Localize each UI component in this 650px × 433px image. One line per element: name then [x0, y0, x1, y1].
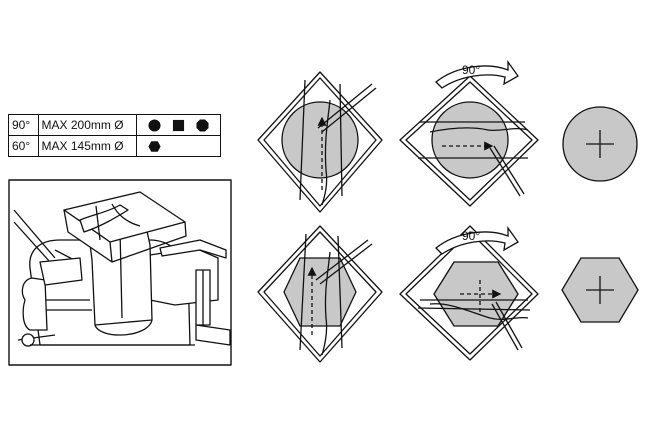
vise-illustration — [8, 179, 232, 366]
rotation-label: 90° — [462, 229, 480, 243]
step-1-circle-vertical-cut — [257, 71, 383, 213]
circle-icon — [148, 119, 161, 132]
step-3-hexagon-vertical-cut — [257, 225, 383, 363]
octagon-icon — [196, 119, 209, 132]
result-hexagon — [561, 257, 639, 323]
rotation-arrow-row-1: 90° — [435, 59, 519, 89]
square-icon — [172, 120, 184, 132]
result-circle — [562, 106, 638, 182]
hexagon-icon — [147, 141, 161, 152]
shape-cell — [135, 135, 222, 157]
rotation-label: 90° — [462, 63, 480, 77]
step-2-circle-horizontal-cut — [399, 75, 539, 207]
rotation-arrow-row-2: 90° — [435, 225, 519, 255]
capacity-cell: MAX 145mm Ø — [37, 135, 137, 157]
angle-cell: 90° — [8, 114, 39, 136]
step-4-hexagon-horizontal-cut — [399, 225, 539, 361]
capacity-row-60: 60° MAX 145mm Ø — [8, 135, 222, 157]
capacity-table: 90° MAX 200mm Ø 60° MAX 145mm Ø — [8, 114, 222, 157]
